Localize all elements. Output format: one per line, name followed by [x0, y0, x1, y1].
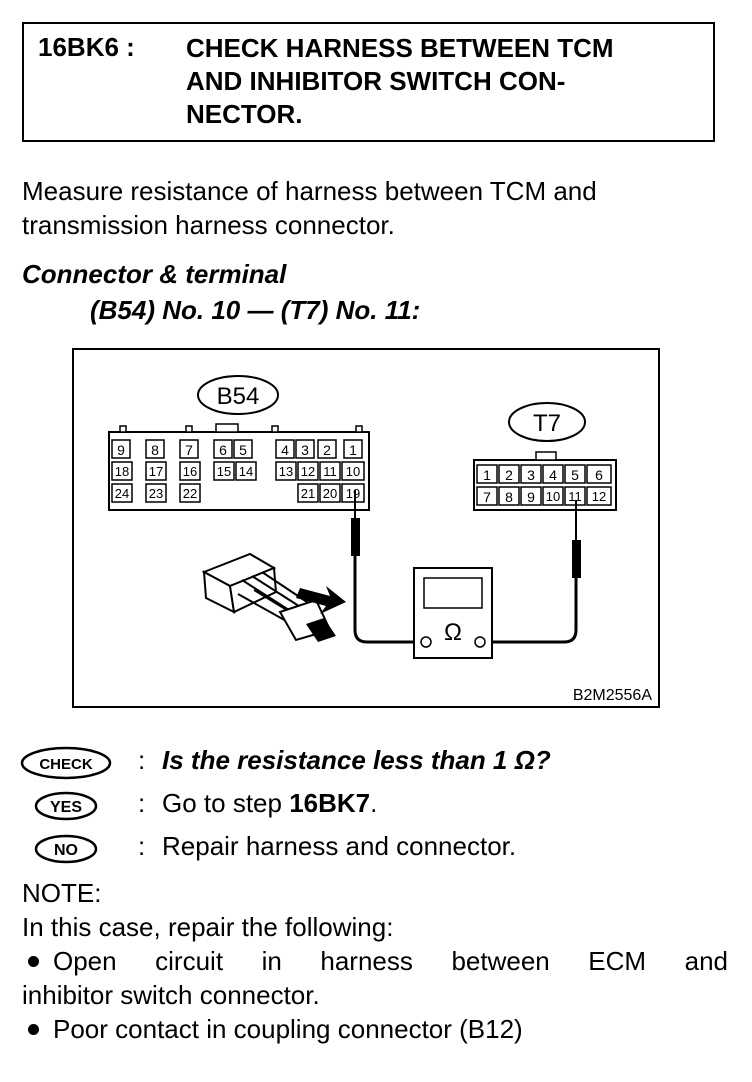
b54-connector: 9 8 7 6 5 4 3 2 1 18 17 16 15 14 13 12 1…: [108, 423, 370, 511]
step-title-line-2: AND INHIBITOR SWITCH CON-: [186, 66, 566, 96]
b54-pin-4: 4: [281, 442, 289, 458]
step-header-box: 16BK6 : CHECK HARNESS BETWEEN TCM AND IN…: [22, 22, 715, 142]
yes-colon: :: [138, 788, 146, 818]
note-label: NOTE:: [22, 878, 102, 908]
yes-badge-label: YES: [50, 799, 82, 816]
no-action: Repair harness and connector.: [162, 831, 517, 861]
meter-terminal-left: [420, 636, 432, 648]
b54-pin-7: 7: [185, 442, 193, 458]
b54-pin-3: 3: [301, 442, 309, 458]
step-title-line-3: NECTOR.: [186, 99, 303, 129]
wiring-figure: B54 9 8 7 6 5 4 3 2 1 18: [72, 348, 660, 708]
b54-pin-9: 9: [117, 442, 125, 458]
b54-pin-13: 13: [279, 464, 293, 479]
b54-row-3: 24 23 22 21 20 19: [111, 483, 365, 503]
b54-pin-12: 12: [301, 464, 315, 479]
t7-pin-9: 9: [527, 489, 535, 505]
t7-pin-11: 11: [568, 489, 582, 504]
yes-suffix: .: [370, 788, 378, 818]
b54-pin-22: 22: [183, 486, 197, 501]
b54-pin-10: 10: [346, 464, 360, 479]
b54-pin-21: 21: [301, 486, 315, 501]
b54-pin-11: 11: [323, 464, 337, 479]
b54-label: B54: [217, 383, 260, 410]
connector-heading: Connector & terminal: [22, 259, 287, 289]
probe-connector-illustration: [201, 552, 336, 642]
intro-paragraph: Measure resistance of harness between TC…: [22, 174, 722, 242]
note-intro: In this case, repair the following:: [22, 912, 394, 942]
t7-connector: 1 2 3 4 5 6 7 8 9 10 11 12: [473, 451, 617, 511]
b54-pin-18: 18: [115, 464, 129, 479]
b54-pin-20: 20: [323, 486, 337, 501]
t7-pin-5: 5: [571, 467, 579, 483]
t7-pin-4: 4: [549, 467, 557, 483]
note-bullet-2: Poor contact in coupling connector (B12): [22, 1012, 728, 1046]
t7-pin-10: 10: [546, 489, 560, 504]
t7-pin-8: 8: [505, 489, 513, 505]
t7-pin-3: 3: [527, 467, 535, 483]
note-bullet-1-line-2: inhibitor switch connector.: [22, 980, 320, 1010]
t7-pin-6: 6: [595, 467, 603, 483]
t7-pin-1: 1: [483, 467, 491, 483]
t7-label-oval: [508, 402, 586, 442]
t7-pin-2: 2: [505, 467, 513, 483]
b54-pin-15: 15: [217, 464, 231, 479]
yes-prefix: Go to step: [162, 788, 290, 818]
b54-pin-2: 2: [323, 442, 331, 458]
t7-label: T7: [533, 410, 561, 437]
t7-pin-7: 7: [483, 489, 491, 505]
no-colon: :: [138, 831, 146, 861]
check-question: Is the resistance less than 1 Ω?: [162, 745, 551, 775]
meter-terminal-right: [474, 636, 486, 648]
t7-row-2: 7 8 9 10 11 12: [476, 486, 612, 506]
b54-pin-14: 14: [239, 464, 253, 479]
probe-lead-left: [351, 490, 419, 644]
step-id: 16BK6 :: [38, 32, 135, 62]
no-badge-label: NO: [54, 842, 78, 859]
b54-pin-1: 1: [349, 442, 357, 458]
b54-pin-24: 24: [115, 486, 129, 501]
no-badge: NO: [34, 834, 98, 864]
t7-pin-12: 12: [592, 489, 606, 504]
b54-label-oval: [197, 375, 279, 415]
ohmmeter: Ω: [413, 567, 493, 659]
intro-line-1: Measure resistance of harness between TC…: [22, 176, 597, 206]
b54-row-1: 9 8 7 6 5 4 3 2 1: [111, 439, 363, 459]
b54-pin-8: 8: [151, 442, 159, 458]
check-colon: :: [138, 745, 146, 775]
bullet-icon: [28, 955, 39, 967]
check-badge-label: CHECK: [39, 756, 93, 773]
connector-detail: (B54) No. 10 — (T7) No. 11:: [90, 295, 421, 325]
b54-pin-5: 5: [239, 442, 247, 458]
probe-lead-right: [488, 500, 581, 644]
yes-step-link: 16BK7: [289, 788, 371, 818]
b54-pin-6: 6: [219, 442, 227, 458]
yes-action: Go to step 16BK7.: [162, 788, 377, 819]
b54-row-2: 18 17 16 15 14 13 12 11 10: [111, 461, 365, 481]
t7-row-1: 1 2 3 4 5 6: [476, 464, 612, 484]
ohm-symbol: Ω: [444, 619, 462, 646]
bullet-icon: [28, 1023, 39, 1035]
wiring-diagram: B54 9 8 7 6 5 4 3 2 1 18: [108, 375, 652, 704]
yes-badge: YES: [34, 791, 98, 821]
figure-code: B2M2556A: [573, 687, 652, 704]
check-badge: CHECK: [20, 746, 112, 780]
intro-line-2: transmission harness connector.: [22, 210, 395, 240]
b54-pin-23: 23: [149, 486, 163, 501]
step-title: CHECK HARNESS BETWEEN TCM AND INHIBITOR …: [186, 32, 706, 131]
b54-pin-17: 17: [149, 464, 163, 479]
b54-pin-16: 16: [183, 464, 197, 479]
note-section: NOTE: In this case, repair the following…: [22, 876, 728, 1046]
note-bullet-1-line-1: Open circuit in harness between ECM and: [22, 944, 728, 978]
insert-arrow-icon: [296, 586, 346, 614]
b54-pin-19: 19: [346, 486, 360, 501]
step-title-line-1: CHECK HARNESS BETWEEN TCM: [186, 33, 614, 63]
